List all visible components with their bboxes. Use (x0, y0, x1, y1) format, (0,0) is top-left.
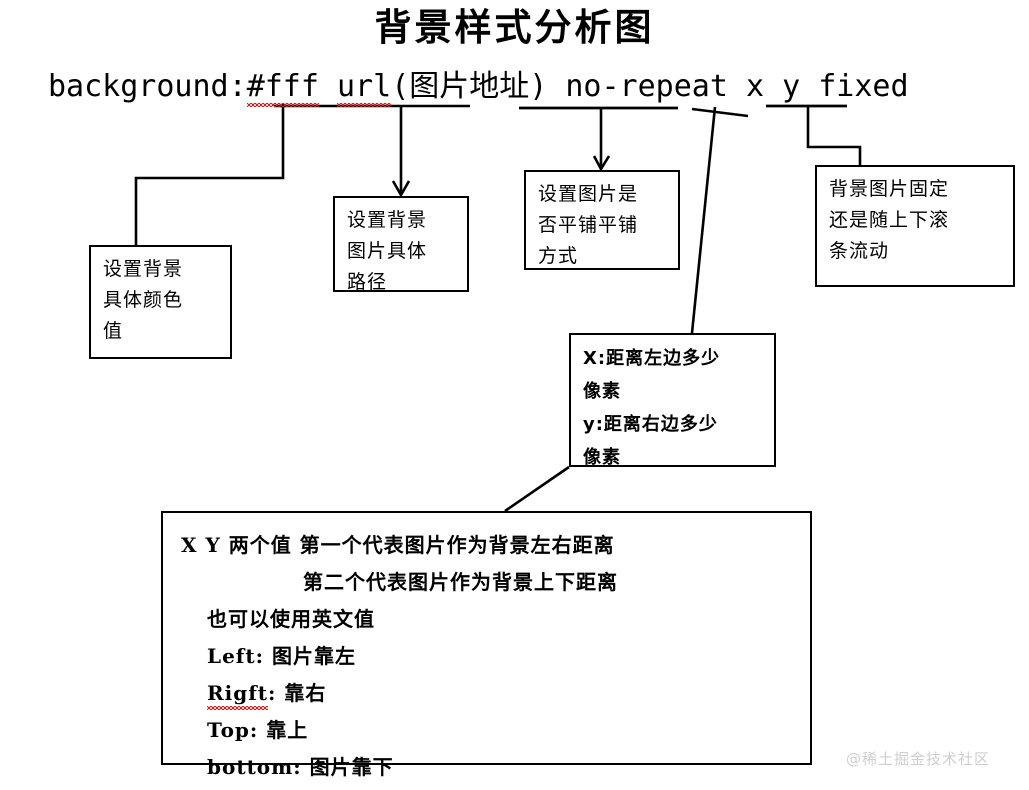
box-path-line-3: 路径 (347, 271, 388, 293)
connector-detail (504, 465, 570, 513)
box-path-line-1: 设置背景 (347, 209, 428, 231)
arrowhead-repeat (592, 155, 611, 172)
box-xy-line-2: 像素 (583, 381, 621, 402)
annotation-box-detail: X Y 两个值 第一个代表图片作为背景左右距离 第二个代表图片作为背景上下距离 … (161, 511, 812, 779)
underline-xy (691, 107, 749, 118)
token-color-value: #fff (246, 69, 319, 104)
connector-fixed (806, 106, 862, 165)
token-fixed: fixed (818, 69, 909, 104)
box-repeat-line-3: 方式 (538, 245, 579, 267)
detail-line-6: Top: 靠上 (207, 718, 309, 742)
box-fixed-line-2: 还是随上下滚 (829, 209, 950, 231)
page-title: 背景样式分析图 (374, 5, 655, 49)
box-color-line-2: 具体颜色 (103, 289, 184, 311)
detail-line-7: bottom: 图片靠下 (207, 755, 394, 779)
annotation-box-repeat: 设置图片是 否平铺平铺 方式 (524, 170, 680, 270)
token-url-keyword: url (337, 69, 392, 104)
detail-line-5-rest: : 靠右 (268, 681, 327, 705)
token-x-y: x y (746, 69, 801, 104)
box-xy-line-1: X:距离左边多少 (583, 348, 721, 369)
token-no-repeat: no-repeat (565, 69, 728, 104)
css-declaration: background:#fff url(图片地址) no-repeat x y … (48, 68, 909, 106)
arrowhead-path (391, 180, 411, 198)
token-background-property: background: (48, 69, 247, 104)
box-xy-line-4: 像素 (583, 447, 621, 468)
watermark: @稀土掘金技术社区 (846, 750, 991, 768)
box-color-line-1: 设置背景 (103, 258, 184, 280)
connector-xy (690, 106, 717, 334)
token-image-address: (图片地址) (391, 69, 548, 104)
annotation-box-color: 设置背景 具体颜色 值 (89, 245, 232, 359)
detail-line-1: X Y 两个值 第一个代表图片作为背景左右距离 (181, 533, 615, 557)
token-space-3 (728, 69, 746, 104)
box-repeat-line-1: 设置图片是 (538, 183, 639, 205)
detail-line-5: Rigft: 靠右 (163, 675, 810, 712)
annotation-box-fixed: 背景图片固定 还是随上下滚 条流动 (815, 165, 1015, 287)
box-xy-line-3: y:距离右边多少 (583, 414, 718, 435)
detail-line-3: 也可以使用英文值 (207, 607, 375, 631)
box-path-line-2: 图片具体 (347, 240, 428, 262)
token-space-2 (547, 69, 565, 104)
box-fixed-line-3: 条流动 (829, 240, 890, 262)
connector-color (134, 103, 285, 245)
box-repeat-line-2: 否平铺平铺 (538, 214, 639, 236)
box-color-line-3: 值 (103, 320, 124, 342)
detail-line-4: Left: 图片靠左 (207, 644, 356, 668)
box-fixed-line-1: 背景图片固定 (829, 178, 950, 200)
detail-line-2: 第二个代表图片作为背景上下距离 (303, 570, 618, 594)
annotation-box-xy: X:距离左边多少 像素 y:距离右边多少 像素 (569, 333, 776, 468)
annotation-box-path: 设置背景 图片具体 路径 (333, 196, 469, 293)
token-space-4 (800, 69, 818, 104)
detail-misspelled-word: Rigft (207, 681, 269, 705)
token-space-1 (319, 69, 337, 104)
